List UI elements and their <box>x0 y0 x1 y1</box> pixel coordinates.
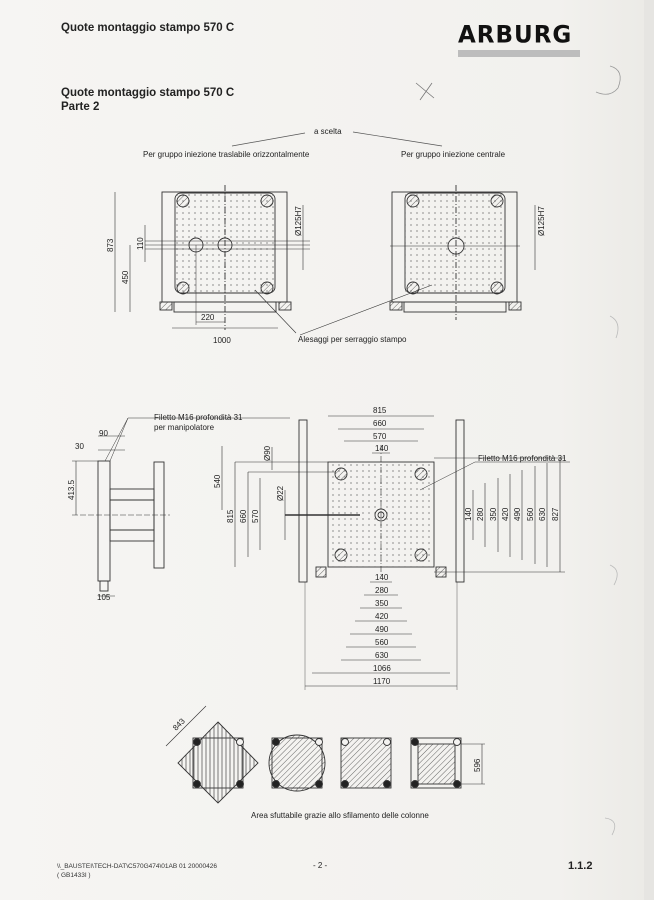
option-right-label: Per gruppo iniezione centrale <box>401 150 506 159</box>
logo-text: ARBURG <box>458 21 573 49</box>
dim-right-560: 560 <box>526 507 535 521</box>
dim-bottom-420: 420 <box>375 612 389 621</box>
dim-top-140: 140 <box>375 444 389 453</box>
side-view <box>72 417 290 597</box>
dim-bottom-490: 490 <box>375 625 389 634</box>
dim-right-630: 630 <box>538 507 547 521</box>
option-left-label: Per gruppo iniezione traslabile orizzont… <box>143 150 310 159</box>
side-callout: Filetto M16 profondità 31 per manipolato… <box>154 413 243 433</box>
dim-450: 450 <box>121 270 130 284</box>
logo-bar <box>458 50 580 57</box>
dim-843: 843 <box>171 716 187 732</box>
dim-bottom-1170: 1170 <box>373 677 391 686</box>
section-number: 1.1.2 <box>568 860 593 872</box>
dim-right-490: 490 <box>513 507 522 521</box>
title-line: Quote montaggio stampo 570 C <box>61 87 235 99</box>
dim-top-815: 815 <box>373 406 387 415</box>
dim-dia-22: Ø22 <box>276 485 285 501</box>
dim-right-420: 420 <box>501 507 510 521</box>
dim-right-827: 827 <box>551 507 560 521</box>
subtitle-line: Parte 2 <box>61 101 100 113</box>
dim-90: 90 <box>99 429 108 438</box>
side-callout-line1: Filetto M16 profondità 31 <box>154 413 243 422</box>
footer-path: \\_BAUSTEI\TECH-DAT\C570G474\01AB 01 200… <box>57 863 217 870</box>
dim-left-815: 815 <box>226 509 235 523</box>
dim-873: 873 <box>106 238 115 252</box>
dim-bottom-140: 140 <box>375 573 389 582</box>
dim-105: 105 <box>97 593 111 602</box>
front-callout: Filetto M16 profondità 31 <box>478 454 567 463</box>
bore-callout: Alesaggi per serraggio stampo <box>298 335 407 344</box>
page-edge <box>644 0 654 900</box>
dim-110: 110 <box>136 237 145 250</box>
dim-220: 220 <box>201 313 215 322</box>
dim-413: 413.5 <box>67 479 76 500</box>
dim-right-140: 140 <box>464 507 473 521</box>
dim-30: 30 <box>75 442 84 451</box>
dim-bottom-630: 630 <box>375 651 389 660</box>
dim-1000: 1000 <box>213 336 231 345</box>
dim-bore-left: Ø125H7 <box>294 206 303 236</box>
dim-596: 596 <box>473 758 482 772</box>
page-number: - 2 - <box>313 861 328 870</box>
dim-right-280: 280 <box>476 507 485 521</box>
side-callout-line2: per manipolatore <box>154 423 215 432</box>
right-platen <box>299 185 536 336</box>
usable-area-diagrams <box>165 705 485 804</box>
choice-label: a scelta <box>314 127 342 136</box>
footer-file-info: \\_BAUSTEI\TECH-DAT\C570G474\01AB 01 200… <box>57 862 217 880</box>
dim-left-540: 540 <box>213 474 222 488</box>
footer-code: ( GB1433I ) <box>57 872 91 879</box>
dim-left-570: 570 <box>251 509 260 523</box>
page-title: Quote montaggio stampo 570 C Parte 2 <box>61 86 234 114</box>
usable-area-caption: Area sfuttabile grazie allo sfilamento d… <box>251 811 429 820</box>
dim-bore-right: Ø125H7 <box>537 206 546 236</box>
front-view <box>221 415 570 690</box>
dim-bottom-1066: 1066 <box>373 664 391 673</box>
dim-top-570: 570 <box>373 432 387 441</box>
dim-bottom-560: 560 <box>375 638 389 647</box>
dim-bottom-350: 350 <box>375 599 389 608</box>
dim-left-660: 660 <box>239 509 248 523</box>
dim-top-660: 660 <box>373 419 387 428</box>
dim-right-350: 350 <box>489 507 498 521</box>
left-platen <box>114 185 310 334</box>
dim-bottom-280: 280 <box>375 586 389 595</box>
arburg-logo: ARBURG <box>458 21 580 57</box>
dim-dia-90: Ø90 <box>263 445 272 461</box>
header-title: Quote montaggio stampo 570 C <box>61 22 235 34</box>
